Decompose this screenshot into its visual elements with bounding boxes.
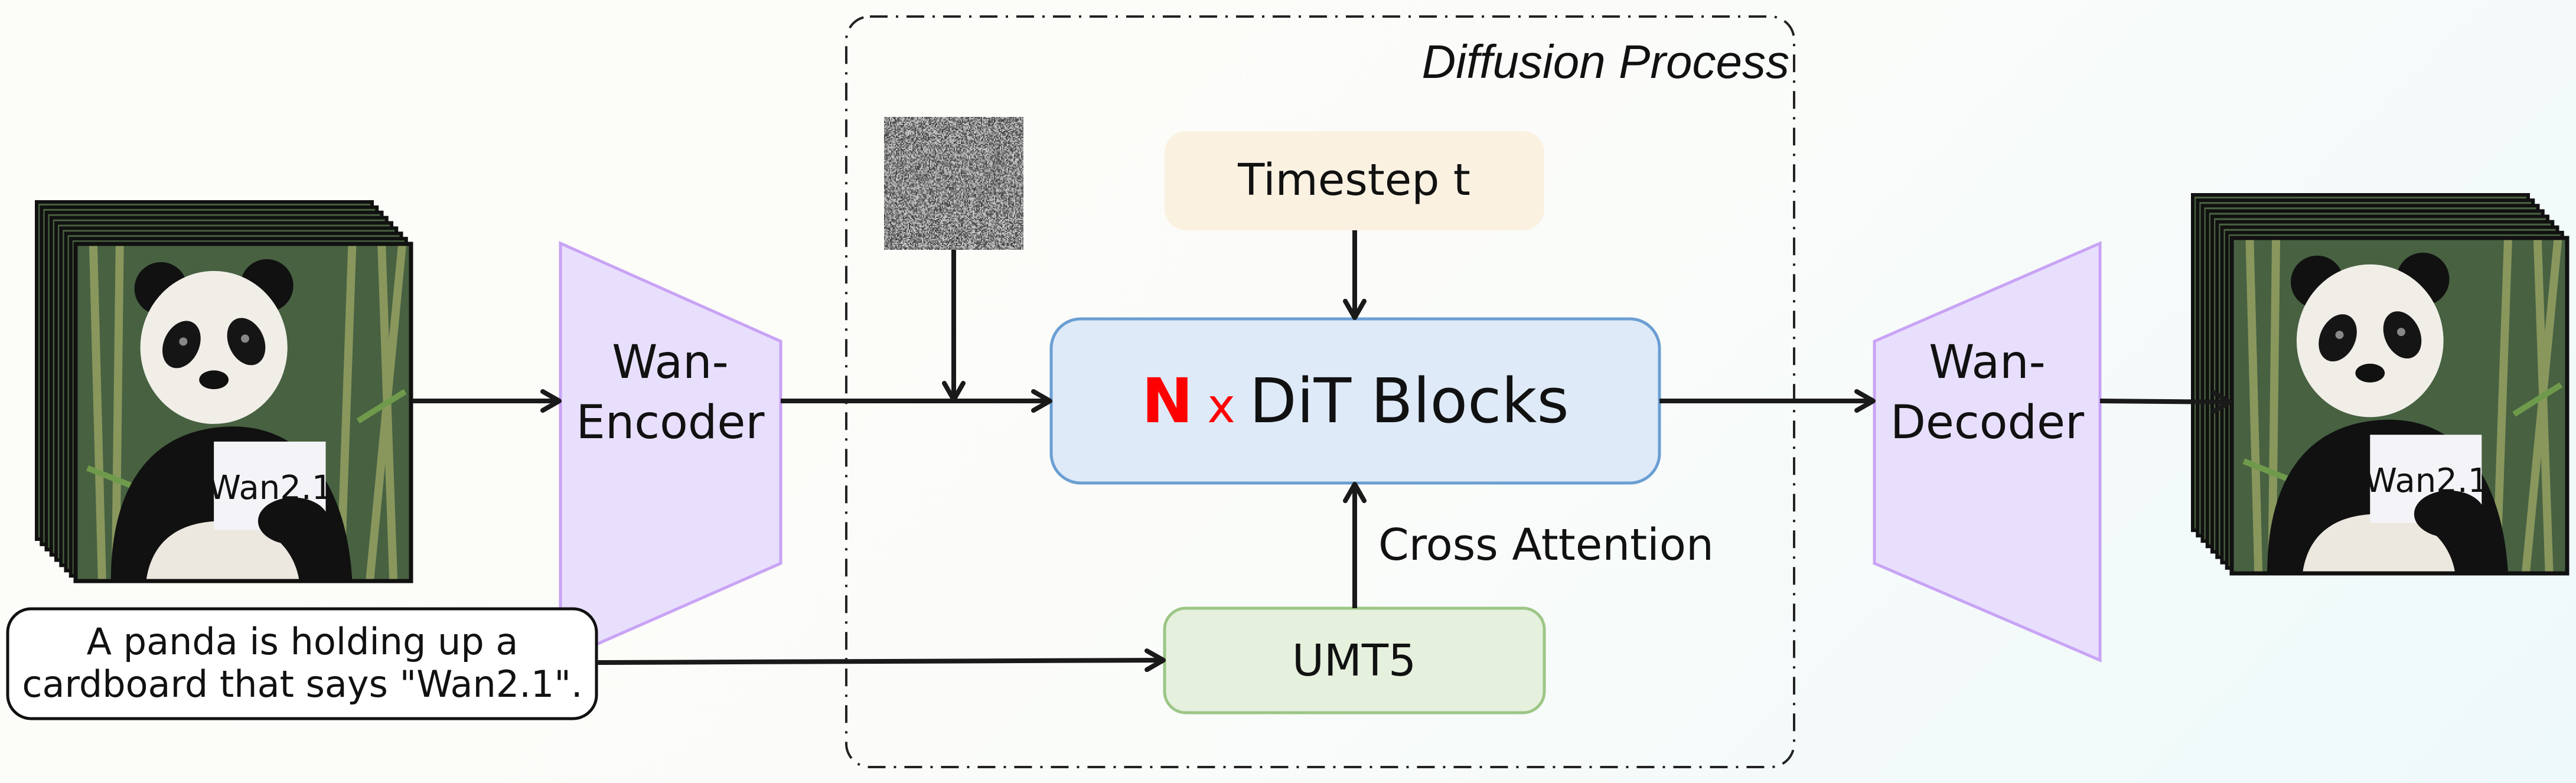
- decoder-label-line2: Decoder: [1890, 396, 2085, 449]
- arrow-decoder-to-output: [2100, 401, 2230, 402]
- dit-label: DiT Blocks: [1250, 365, 1569, 437]
- noise-latent-image: [884, 117, 1023, 250]
- dit-times: x: [1207, 379, 1235, 433]
- encoder-label-line2: Encoder: [576, 396, 765, 449]
- output-sign-text: Wan2.1: [2365, 462, 2489, 500]
- encoder-label-line1: Wan-: [612, 336, 729, 389]
- prompt-line2: cardboard that says "Wan2.1".: [22, 663, 582, 706]
- cross-attention-label: Cross Attention: [1378, 520, 1714, 570]
- panda-frame-image: [76, 244, 411, 580]
- timestep-label: Timestep t: [1237, 155, 1470, 205]
- prompt-line1: A panda is holding up a: [87, 620, 519, 663]
- panda-frame-image: [2232, 238, 2567, 573]
- arrow-prompt-to-umt5: [596, 660, 1163, 663]
- decoder-label-line1: Wan-: [1929, 336, 2046, 389]
- wan-encoder-block: [560, 243, 781, 660]
- output-video-stack: [2193, 195, 2567, 573]
- diffusion-process-label: Diffusion Process: [1422, 35, 1789, 88]
- input-sign-text: Wan2.1: [208, 469, 333, 507]
- dit-count: N: [1142, 365, 1193, 437]
- input-video-stack: [37, 202, 411, 581]
- umt5-label: UMT5: [1292, 635, 1416, 686]
- wan-decoder-block: [1874, 243, 2100, 660]
